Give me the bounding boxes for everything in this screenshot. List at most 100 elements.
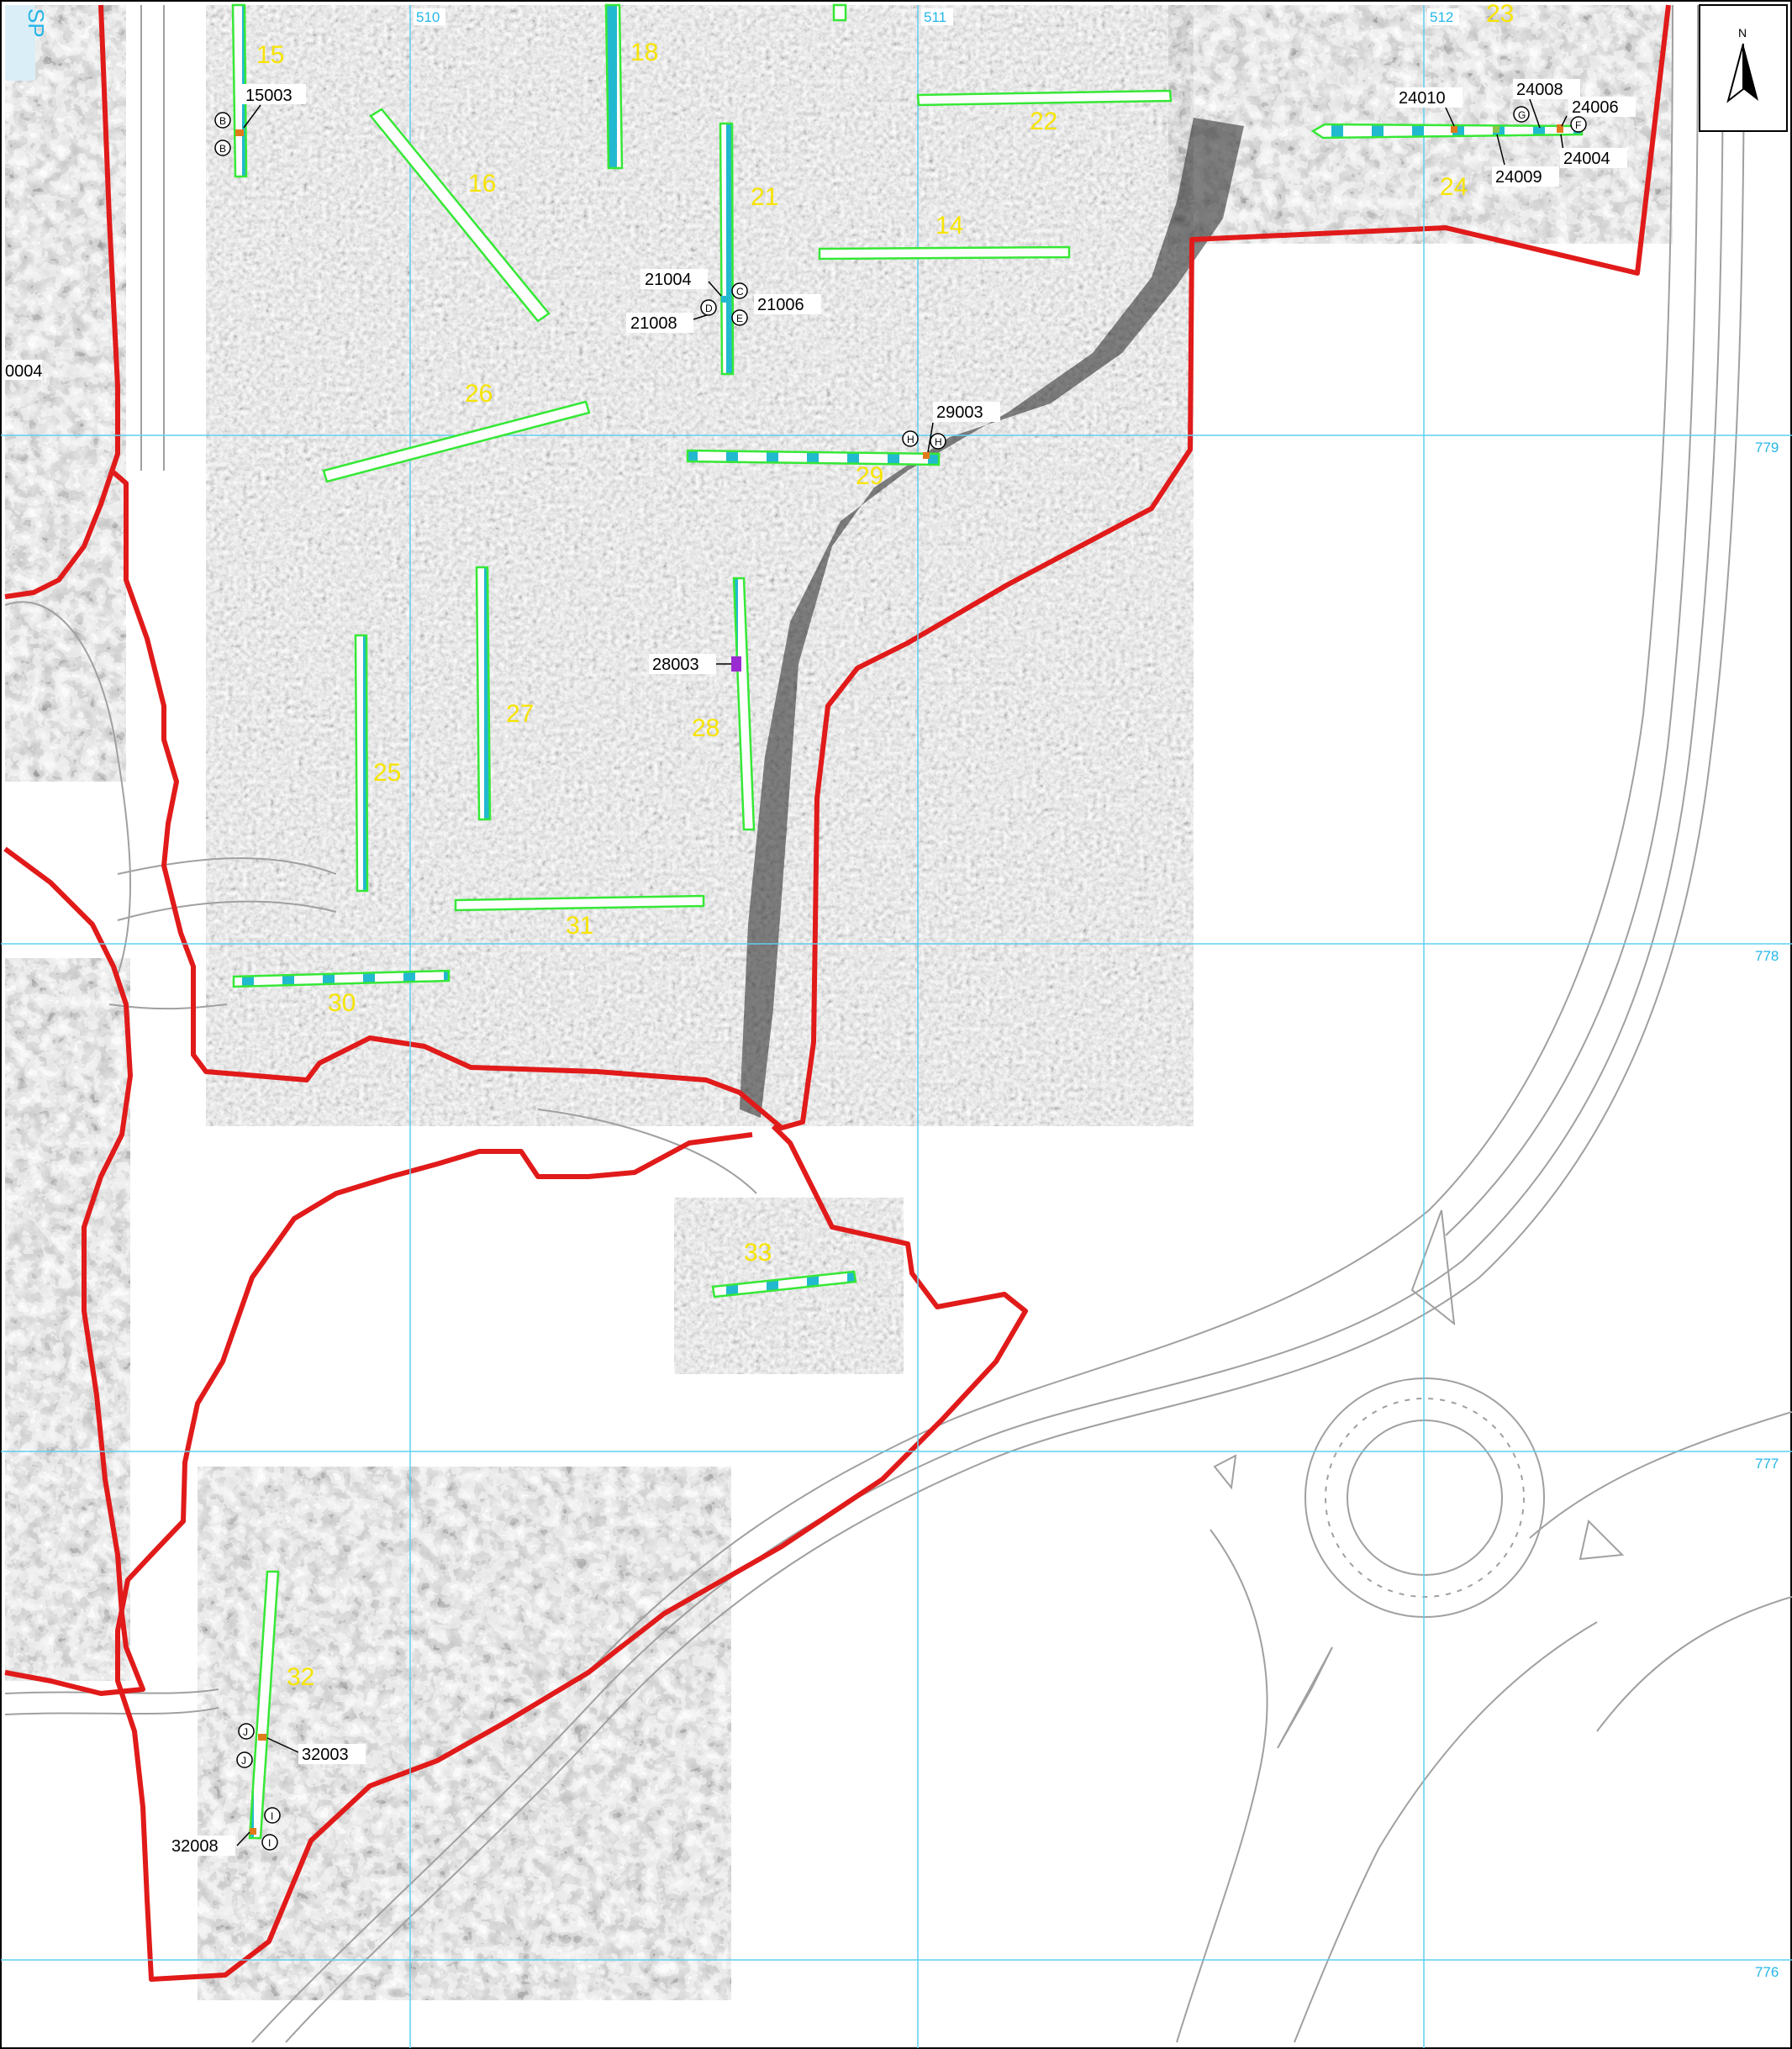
boundary-main [112, 4, 1671, 1130]
svg-text:H: H [907, 434, 914, 445]
road-line [1596, 1596, 1792, 1732]
sheet-label: SP [24, 8, 49, 38]
grid-label-box [921, 8, 953, 25]
leader-line [708, 281, 722, 297]
survey-area-west-lower [5, 958, 130, 1681]
trench-label-21: 21 [751, 183, 778, 211]
road-line [117, 857, 337, 875]
splitter-island [1213, 1454, 1237, 1490]
svg-text:G: G [1518, 109, 1526, 121]
label-box [1492, 166, 1559, 187]
label-box [626, 313, 693, 333]
grid-label-easting-511: 511 [924, 9, 946, 25]
feature-label-21004: 21004 [645, 271, 692, 289]
road-line [537, 1109, 757, 1194]
trench-label-22: 22 [1030, 108, 1057, 135]
section-marker-h: H [902, 430, 919, 447]
svg-text:F: F [1575, 119, 1581, 131]
feature-label-24010: 24010 [1399, 89, 1446, 108]
feature-label-29003: 29003 [936, 403, 983, 422]
trench-label-27: 27 [506, 700, 534, 728]
feature-label-24009: 24009 [1495, 168, 1542, 187]
leader-line [243, 104, 261, 129]
trench-label-29: 29 [856, 462, 883, 490]
trench-label-15: 15 [256, 41, 284, 69]
boundary-west-lower [3, 846, 145, 1696]
road-line [1176, 1529, 1268, 2043]
grid-label-easting-510: 510 [416, 9, 440, 25]
section-marker-j: J [238, 1723, 255, 1740]
leader-line [1445, 107, 1455, 127]
trench-30 [232, 969, 451, 988]
label-box [933, 402, 1000, 422]
svg-text:J: J [243, 1726, 248, 1738]
feature-label-32008: 32008 [171, 1837, 219, 1856]
feature-markers [235, 124, 1563, 1835]
survey-area-south [198, 1467, 731, 2000]
svg-text:E: E [736, 313, 743, 324]
section-marker-b: B [214, 140, 231, 156]
trench-29 [686, 449, 941, 466]
road-line [1529, 1411, 1792, 1539]
trench-33 [711, 1270, 857, 1298]
label-box [298, 1744, 366, 1764]
svg-text:I: I [268, 1837, 271, 1849]
label-box [640, 269, 708, 289]
leader-line [927, 422, 934, 453]
north-arrow: N [1699, 4, 1788, 132]
road-line [251, 4, 1724, 2043]
label-box [649, 654, 716, 674]
feature-label-21008: 21008 [630, 314, 677, 333]
roundabout-inner [1347, 1420, 1503, 1576]
trench-28 [732, 577, 756, 831]
trench-label-31: 31 [566, 912, 593, 940]
feature-marker-24010 [1451, 126, 1457, 133]
feature-marker-24006 [1557, 124, 1563, 133]
trench-label-25: 25 [373, 759, 401, 787]
feature-marker-28003 [731, 656, 741, 672]
svg-text:C: C [736, 286, 744, 298]
survey-anomaly-band [740, 118, 1244, 1118]
label-box [1568, 97, 1636, 117]
trench-32 [248, 1570, 280, 1840]
feature-label-15003: 15003 [245, 87, 293, 105]
road-line [1445, 4, 1699, 1236]
trench-21 [719, 122, 735, 376]
trench-label-30: 30 [328, 989, 356, 1017]
leader-line [266, 1737, 299, 1753]
trench-23 [832, 3, 847, 22]
trench-label-32: 32 [287, 1663, 314, 1691]
section-marker-i: I [261, 1834, 278, 1851]
trench-label-14: 14 [936, 212, 963, 240]
label-box [1513, 79, 1580, 99]
leader-line [1496, 134, 1505, 166]
trench-26 [322, 400, 591, 483]
trench-label-16: 16 [468, 170, 496, 198]
trench-31 [454, 894, 705, 912]
boundary-west [4, 4, 120, 599]
label-box [5, 360, 42, 380]
splitter-island [1579, 1520, 1625, 1561]
feature-label-24004: 24004 [1563, 150, 1610, 168]
svg-text:J: J [241, 1755, 246, 1767]
section-marker-d: D [700, 299, 717, 316]
svg-text:H: H [935, 436, 942, 448]
section-marker-c: C [731, 282, 748, 299]
splitter-island [1410, 1209, 1456, 1326]
feature-marker-29003 [923, 452, 930, 459]
roundabout [1213, 1209, 1625, 1749]
feature-marker-15003 [235, 129, 244, 136]
svg-text:I: I [271, 1810, 273, 1822]
survey-area-north [206, 5, 1194, 1126]
excavation-boundary [3, 4, 1671, 1982]
grid-labels: 510 511 512 779 778 777 776 [414, 8, 1779, 1980]
feature-label-32003: 32003 [302, 1746, 349, 1764]
label-box [168, 1836, 235, 1856]
trench-layer [231, 3, 1584, 1840]
grid-label-box [414, 8, 445, 25]
grid-label-northing-778: 778 [1755, 948, 1779, 964]
svg-text:B: B [219, 115, 226, 127]
survey-area-west [5, 5, 126, 782]
road-line [117, 900, 337, 921]
